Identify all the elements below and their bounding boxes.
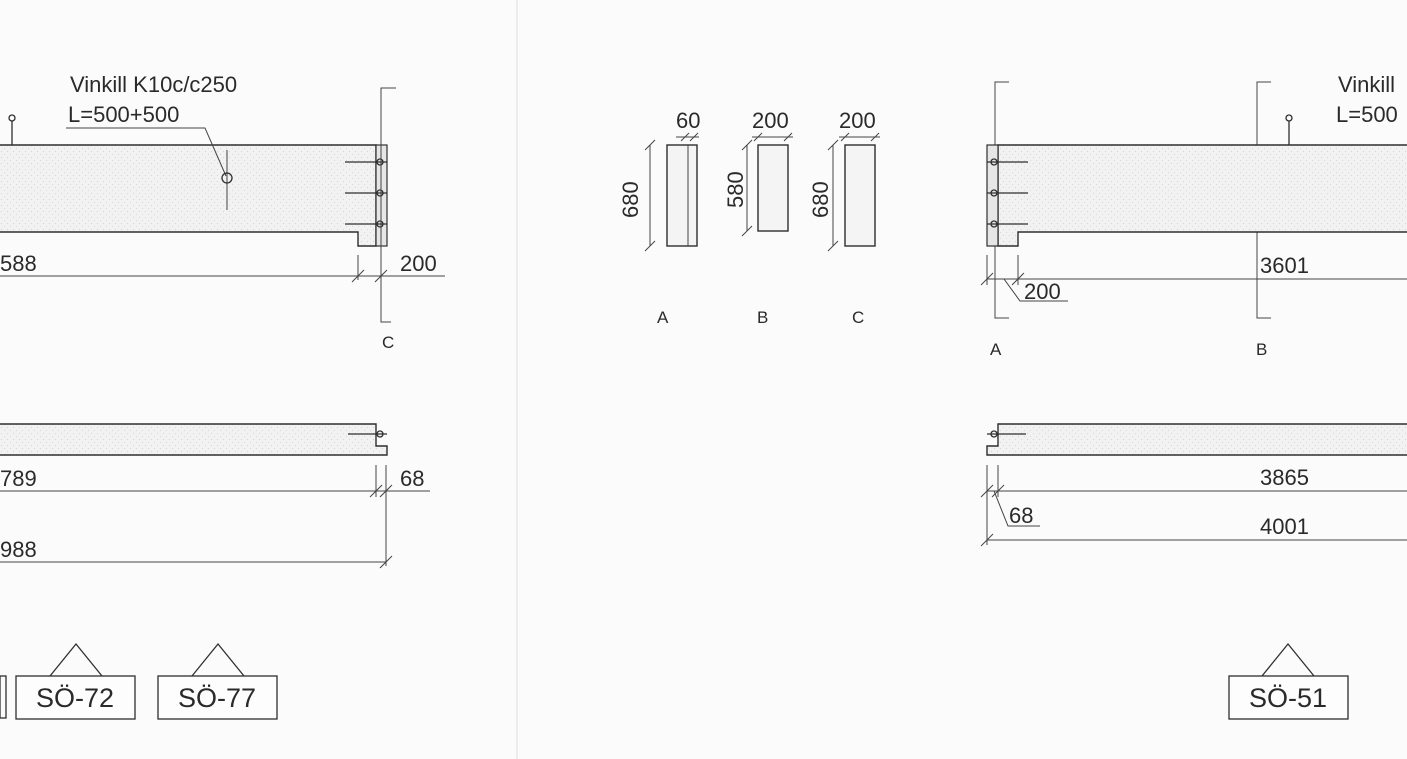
section-b: 200 580 B xyxy=(723,108,793,327)
left-note-line1: Vinkill K10c/c250 xyxy=(70,72,237,97)
left-section-label-c: C xyxy=(382,333,394,352)
section-label-a: A xyxy=(657,308,669,327)
right-lower-beam xyxy=(986,423,1407,456)
section-b-width: 200 xyxy=(752,108,789,133)
right-lower-anchor xyxy=(987,430,1026,438)
left-note-line2: L=500+500 xyxy=(68,102,179,127)
left-lower-beam xyxy=(0,423,388,456)
left-section-cut-c xyxy=(380,87,396,323)
tag-label-so-51: SÖ-51 xyxy=(1249,683,1327,713)
cross-sections: 60 680 A 200 580 B 200 680 xyxy=(618,108,880,327)
left-dim-upper-end: 200 xyxy=(400,251,437,276)
right-dim-total: 4001 xyxy=(1260,514,1309,539)
tag-so-72: SÖ-72 xyxy=(15,642,136,720)
right-dim-upper-end: 200 xyxy=(1024,279,1061,304)
right-section-label-b: B xyxy=(1256,340,1267,359)
section-a: 60 680 A xyxy=(618,108,700,327)
right-dim-lower-end: 68 xyxy=(1009,503,1033,528)
section-a-height: 680 xyxy=(618,181,643,218)
tag-label-so-77: SÖ-77 xyxy=(178,683,256,713)
left-upper-beam xyxy=(0,144,377,247)
left-dim-lower-length: 789 xyxy=(0,466,37,491)
section-label-c: C xyxy=(852,308,864,327)
section-c-height: 680 xyxy=(808,181,833,218)
right-lifting-eye xyxy=(1285,114,1293,122)
tag-so-51: SÖ-51 xyxy=(1228,642,1349,720)
left-dim-upper-length: 588 xyxy=(0,251,37,276)
section-c-width: 200 xyxy=(839,108,876,133)
left-element: Vinkill K10c/c250 L=500+500 C 588 200 78… xyxy=(0,72,445,720)
tag-so-77: SÖ-77 xyxy=(157,642,278,720)
right-section-label-a: A xyxy=(990,340,1002,359)
left-dim-lower-end: 68 xyxy=(400,466,424,491)
right-dim-upper-length: 3601 xyxy=(1260,253,1309,278)
left-dim-total: 988 xyxy=(0,537,37,562)
left-lifting-eye xyxy=(8,114,16,122)
tag-label-so-72: SÖ-72 xyxy=(36,683,114,713)
section-a-width: 60 xyxy=(676,108,700,133)
right-upper-beam xyxy=(997,144,1407,247)
right-dim-lower-length: 3865 xyxy=(1260,465,1309,490)
left-note-leader xyxy=(66,127,227,177)
left-anchors xyxy=(345,158,387,228)
left-tag-partial xyxy=(0,675,7,719)
right-note-line1: Vinkill xyxy=(1338,72,1395,97)
section-label-b: B xyxy=(757,308,768,327)
left-note-marker xyxy=(221,172,233,184)
left-lower-anchor xyxy=(348,430,387,438)
right-element: A B Vinkill L=500 200 3601 xyxy=(980,72,1407,720)
section-b-height: 580 xyxy=(723,171,748,208)
right-note-line2: L=500 xyxy=(1336,102,1398,127)
section-c: 200 680 C xyxy=(808,108,880,327)
right-anchors xyxy=(987,158,1028,228)
